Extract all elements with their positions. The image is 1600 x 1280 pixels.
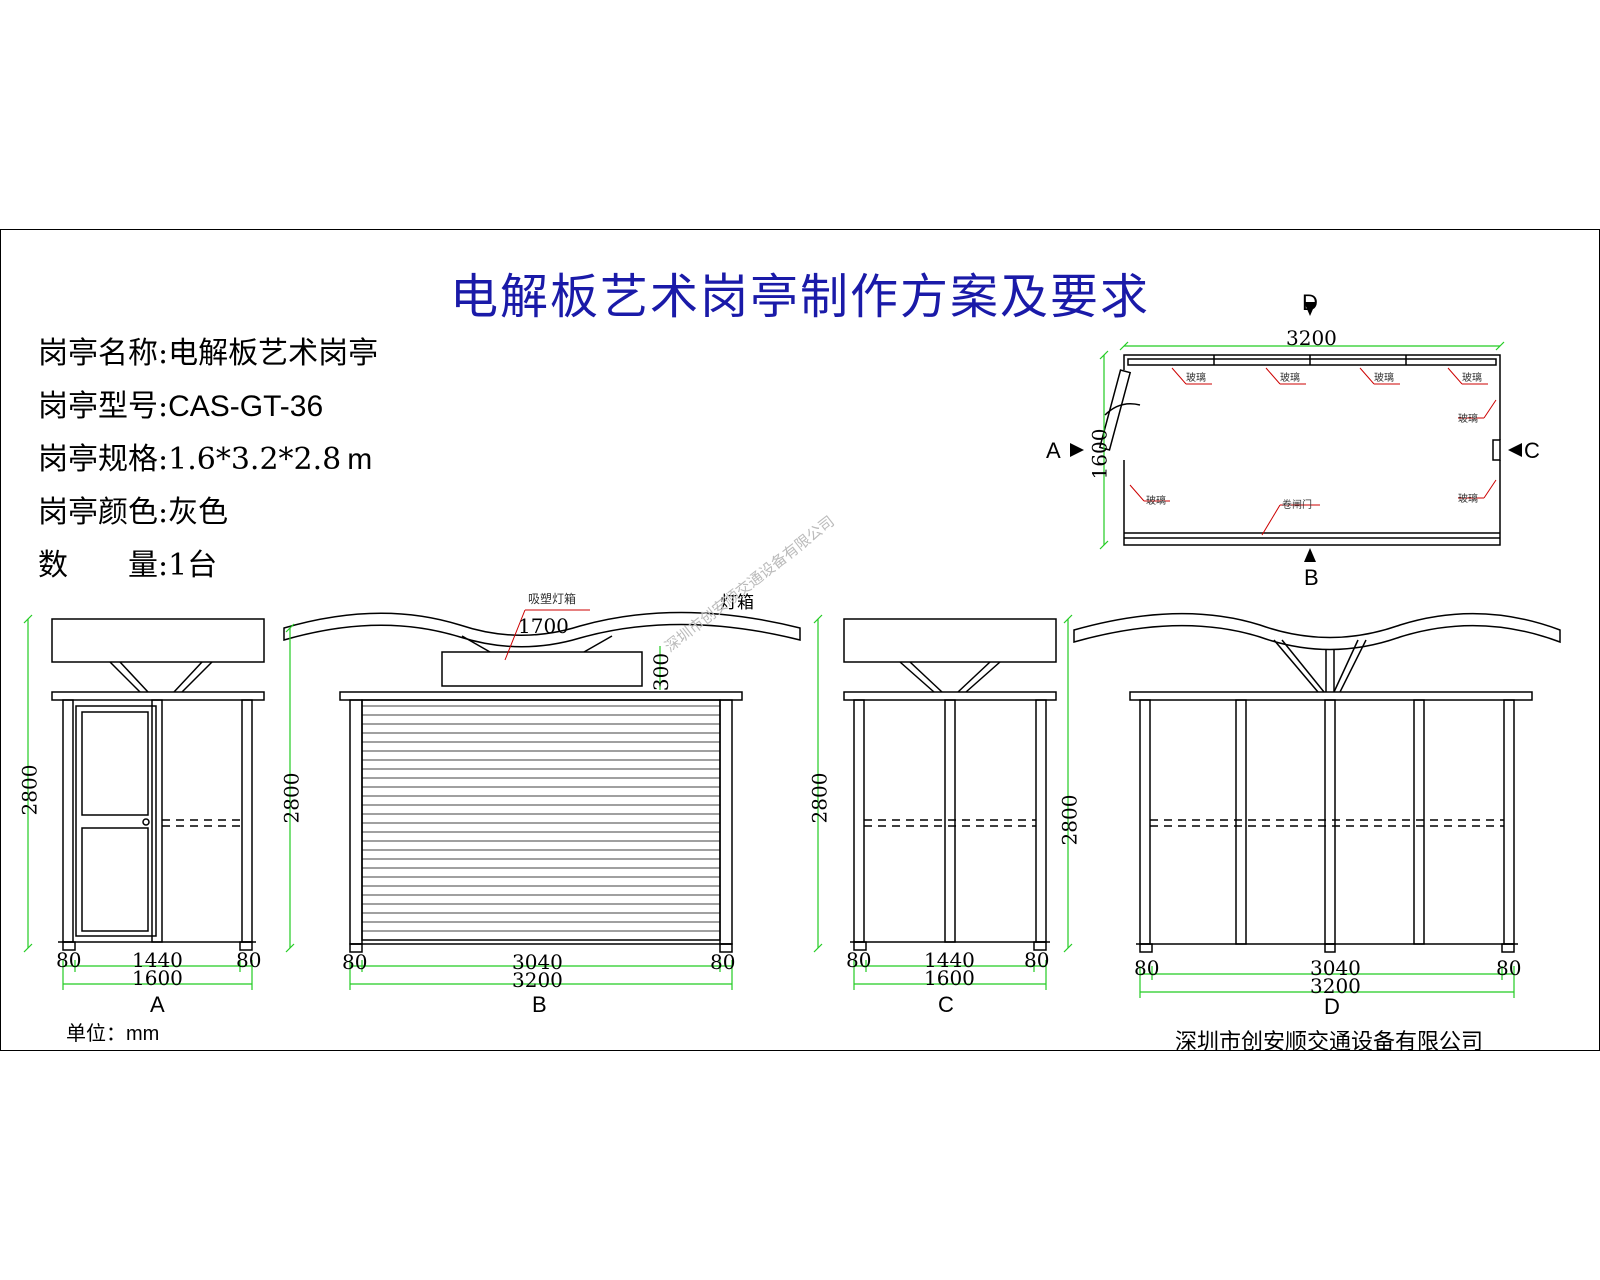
plan-panel-label: 玻璃 xyxy=(1146,496,1166,507)
elev-d-view: D xyxy=(1324,994,1340,1019)
elev-d-right: 80 xyxy=(1496,956,1522,980)
drawing-title: 电解板艺术岗亭制作方案及要求 xyxy=(449,269,1150,325)
elevation-dimensions xyxy=(23,614,1515,998)
marker-d-arrow xyxy=(1304,302,1316,316)
plan-marker-a: A xyxy=(1046,438,1061,463)
plan-panel-label: 玻璃 xyxy=(1462,373,1482,384)
plan-leaders xyxy=(1129,367,1497,536)
marker-a-arrow xyxy=(1070,443,1084,457)
spec-quantity: 数 量:1台 xyxy=(38,548,218,583)
marker-b-arrow xyxy=(1304,548,1316,562)
plan-marker-b: B xyxy=(1304,565,1319,590)
elev-d-height: 2800 xyxy=(1057,794,1082,846)
elev-b-left: 80 xyxy=(342,950,368,974)
elev-b-right: 80 xyxy=(710,950,736,974)
elev-c-mid: 1440 xyxy=(924,948,975,972)
lightbox-leader xyxy=(504,609,590,661)
plan-panel-label: 玻璃 xyxy=(1374,373,1394,384)
plan-width-dim: 3200 xyxy=(1286,326,1337,350)
plan-marker-c: C xyxy=(1524,438,1540,463)
lightbox-label: 吸塑灯箱 xyxy=(528,592,577,606)
elev-b-height: 2800 xyxy=(279,772,304,824)
elev-b-mid: 3040 xyxy=(512,950,563,974)
elev-a-mid: 1440 xyxy=(132,948,183,972)
elev-c-left: 80 xyxy=(846,948,872,972)
company-name: 深圳市创安顺交通设备有限公司 xyxy=(1175,1030,1484,1055)
plan-panel-label: 玻璃 xyxy=(1458,494,1478,505)
elev-b-view: B xyxy=(532,992,547,1017)
plan-door-label: 卷闸门 xyxy=(1282,500,1312,511)
elev-d-left: 80 xyxy=(1134,956,1160,980)
lightbox-note: 灯箱 xyxy=(720,593,754,613)
elevation-b xyxy=(283,611,801,953)
elev-a-height: 2800 xyxy=(17,764,42,816)
plan-panel-label: 玻璃 xyxy=(1458,414,1478,425)
elev-a-total: 1600 xyxy=(132,966,183,990)
elevation-c xyxy=(843,618,1057,951)
elev-c-view: C xyxy=(938,992,954,1017)
unit-label: 单位：mm xyxy=(66,1023,160,1045)
elev-c-height: 2800 xyxy=(807,772,832,824)
elevation-d xyxy=(1073,612,1561,953)
elev-c-right: 80 xyxy=(1024,948,1050,972)
elev-a-view: A xyxy=(150,992,165,1017)
spec-color: 岗亭颜色:灰色 xyxy=(38,495,229,530)
plan-view xyxy=(1070,302,1522,562)
spec-model: 岗亭型号:CAS-GT-36 xyxy=(38,389,324,424)
lightbox-width: 1700 xyxy=(518,614,569,638)
lightbox-height: 300 xyxy=(649,652,674,692)
plan-panel-label: 玻璃 xyxy=(1280,373,1300,384)
shutter-slats xyxy=(362,705,720,932)
elev-a-right: 80 xyxy=(236,948,262,972)
plan-panel-label: 玻璃 xyxy=(1186,373,1206,384)
plan-depth-dim: 1600 xyxy=(1087,428,1112,480)
marker-c-arrow xyxy=(1508,443,1522,457)
plan-marker-d: D xyxy=(1302,290,1318,315)
plan-dimensions xyxy=(1099,341,1505,550)
spec-name: 岗亭名称:电解板艺术岗亭 xyxy=(38,336,379,371)
elev-c-total: 1600 xyxy=(924,966,975,990)
elev-d-mid: 3040 xyxy=(1310,956,1361,980)
elev-d-total: 3200 xyxy=(1310,974,1361,998)
elev-a-left: 80 xyxy=(56,948,82,972)
elev-b-total: 3200 xyxy=(512,968,563,992)
elevation-a xyxy=(51,618,265,951)
